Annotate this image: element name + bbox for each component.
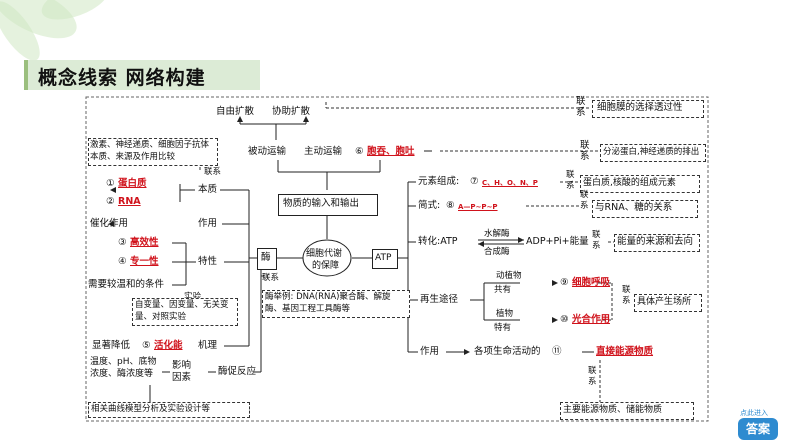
enzyme-node <box>257 248 277 270</box>
center-line2: 的保障 <box>312 261 340 271</box>
blank-6-answer: 胞吞、胞吐 <box>367 146 415 157</box>
factors-label: 影响因素 <box>172 360 192 383</box>
blank-3-number: ③ <box>118 237 127 248</box>
examples-note-text: 酶举例: DNA(RNA)聚合酶、解旋酶、基因工程工具酶等 <box>265 292 391 314</box>
answer-hint: 点此进入 <box>740 409 768 417</box>
answer-button[interactable]: 答案 <box>738 418 778 440</box>
link-label: 联系 <box>262 273 280 283</box>
blank-1-number: ① <box>106 178 115 189</box>
blank-1-answer: 蛋白质 <box>118 178 147 189</box>
products-label: ADP+Pi+能量 <box>526 236 589 247</box>
enzyme-node-label: 酶 <box>261 252 271 263</box>
formula-label: 简式: <box>418 200 441 211</box>
blank-8-answer: A—P~P~P <box>458 203 498 211</box>
page-title: 概念线索 网络构建 <box>38 67 206 89</box>
lower-label: 显著降低 <box>92 340 131 351</box>
blank-3-answer: 高效性 <box>130 237 159 248</box>
role-label: 作用 <box>420 346 440 357</box>
site-note <box>634 294 702 312</box>
blank-5-number: ⑤ <box>142 340 151 351</box>
energy-note <box>614 234 700 252</box>
header-bar <box>24 60 260 90</box>
link-label: 联系 <box>576 96 586 118</box>
convert-label: 转化:ATP <box>418 236 458 247</box>
comparison-note-text: 激素、神经递质、细胞因子抗体本质、来源及作用比较 <box>90 140 210 162</box>
examples-note <box>262 290 410 318</box>
comparison-note <box>88 138 218 166</box>
unique-label: 特有 <box>494 323 512 333</box>
link-label: 联系 <box>204 167 222 177</box>
curve-note <box>88 402 250 418</box>
rna-note <box>592 200 698 218</box>
animal-plant-label: 动植物 <box>496 271 522 281</box>
protein-note <box>580 175 700 193</box>
secretion-note-text: 分泌蛋白,神经递质的排出 <box>603 147 700 157</box>
transport-label: 物质的输入和输出 <box>283 198 360 209</box>
blank-5-answer: 活化能 <box>154 340 183 351</box>
link-label: 联系 <box>566 170 575 191</box>
blank-9-answer: 细胞呼吸 <box>572 277 611 288</box>
regen-label: 再生途径 <box>420 294 459 305</box>
link-label: 联系 <box>622 285 631 306</box>
blank-8-number: ⑧ <box>446 200 455 211</box>
mechanism-label: 机理 <box>198 340 218 351</box>
free-diffusion: 自由扩散 <box>216 106 255 117</box>
facilitated-diffusion: 协助扩散 <box>272 106 311 117</box>
blank-6-number: ⑥ <box>355 146 364 157</box>
blank-4-number: ④ <box>118 256 127 267</box>
factors-left: 温度、pH、底物浓度、酶浓度等 <box>90 357 157 379</box>
main-energy-note <box>560 402 694 420</box>
blank-11-answer: 直接能源物质 <box>596 346 654 357</box>
energy-note-text: 能量的来源和去向 <box>617 236 694 247</box>
membrane-note <box>592 100 704 118</box>
hydrolase-label: 水解酶 <box>484 229 510 239</box>
blank-7-answer: C、H、O、N、P <box>482 179 538 187</box>
curve-note-text: 相关曲线模型分析及实验设计等 <box>91 404 211 414</box>
variables-note-text: 自变量、因变量、无关变量、对照实验 <box>135 300 229 322</box>
experiment-label: 实验 <box>184 292 202 302</box>
catalysis-label: 催化作用 <box>90 218 129 229</box>
essence-label: 本质 <box>198 184 218 195</box>
blank-9-number: ⑨ <box>560 277 569 288</box>
link-label: 联系 <box>588 366 597 387</box>
role-text: 各项生命活动的 <box>474 346 541 357</box>
blank-10-number: ⑩ <box>560 314 569 325</box>
atp-node-label: ATP <box>375 253 392 263</box>
blank-4-answer: 专一性 <box>130 256 159 267</box>
main-energy-note-text: 主要能源物质、储能物质 <box>563 405 663 415</box>
link-label: 联系 <box>580 140 590 162</box>
plant-label: 植物 <box>496 309 514 319</box>
site-note-text: 具体产生场所 <box>637 297 692 307</box>
active-transport: 主动运输 <box>304 146 343 157</box>
secretion-note <box>600 144 706 162</box>
passive-transport: 被动运输 <box>248 146 287 157</box>
elements-label: 元素组成: <box>418 176 460 187</box>
property-label: 特性 <box>198 256 218 267</box>
mild-conditions: 需要较温和的条件 <box>88 279 165 290</box>
membrane-note-text: 细胞膜的选择透过性 <box>597 102 683 113</box>
function-label: 作用 <box>198 218 218 229</box>
rna-note-text: 与RNA、糖的关系 <box>595 202 673 213</box>
variables-note <box>132 298 238 326</box>
atp-node <box>372 249 398 269</box>
synthase-label: 合成酶 <box>484 247 510 257</box>
blank-11-number: ⑪ <box>552 346 562 357</box>
link-label: 联系 <box>580 190 589 211</box>
center-line1: 细胞代谢 <box>306 249 343 259</box>
link-label: 联系 <box>592 230 601 251</box>
blank-10-answer: 光合作用 <box>572 314 611 325</box>
protein-note-text: 蛋白质,核酸的组成元素 <box>583 178 676 188</box>
blank-2-number: ② <box>106 196 115 207</box>
blank-2-answer: RNA <box>118 196 141 207</box>
blank-7-number: ⑦ <box>470 176 479 187</box>
transport-node <box>278 194 378 216</box>
reaction-label: 酶促反应 <box>218 366 257 377</box>
common-label: 共有 <box>494 285 512 295</box>
